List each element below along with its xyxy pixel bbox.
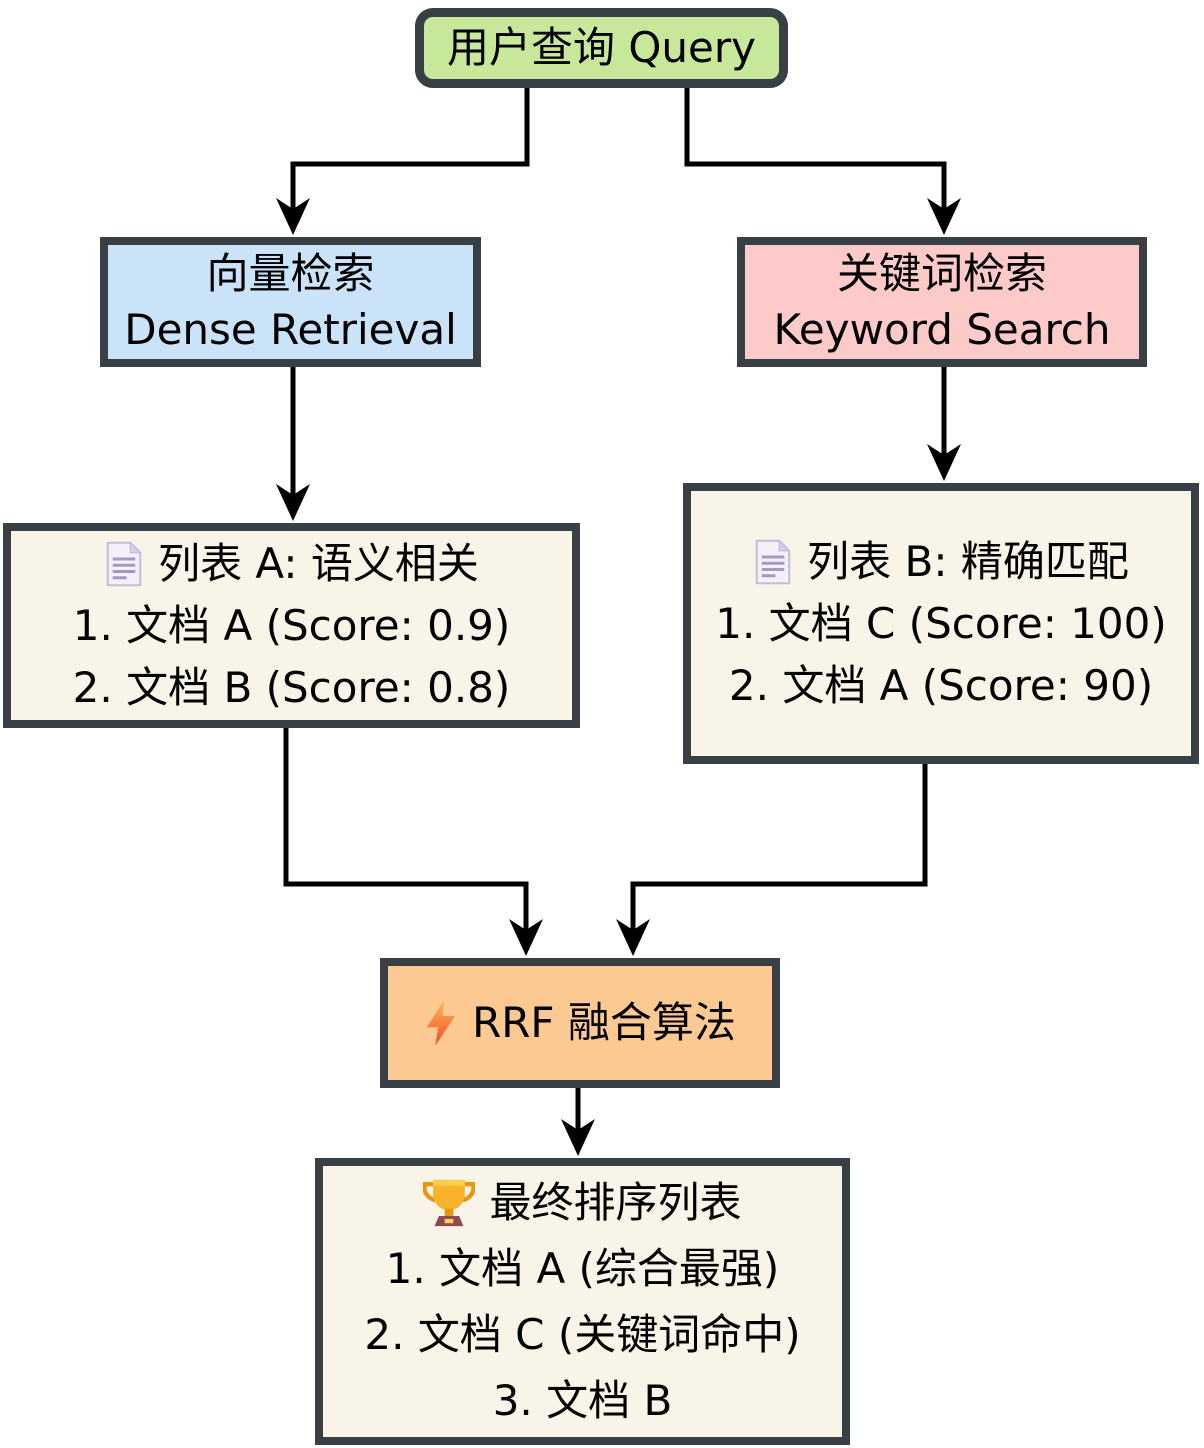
node-keyword-label-en: Keyword Search (773, 305, 1111, 354)
edge-lista-to-rrf (283, 728, 529, 933)
node-dense-retrieval: 向量检索 Dense Retrieval (100, 237, 481, 367)
list-item: 1. 文档 C (Score: 100) (715, 598, 1167, 648)
node-user-query-label: 用户查询 Query (447, 23, 756, 72)
edge-lines (283, 88, 947, 1133)
list-item: 2. 文档 C (关键词命中) (364, 1309, 801, 1359)
edge-listb-to-rrf (630, 764, 928, 933)
arrowhead-icon (276, 198, 310, 235)
edge-query-to-keyword (684, 88, 947, 212)
arrowhead-icon (616, 919, 650, 956)
arrowhead-icon (509, 919, 543, 956)
node-list-a: 列表 A: 语义相关 1. 文档 A (Score: 0.9) 2. 文档 B … (3, 523, 580, 728)
node-list-b-title: 列表 B: 精确匹配 (807, 536, 1129, 586)
arrowhead-icon (927, 444, 961, 481)
list-item: 2. 文档 B (Score: 0.8) (72, 662, 511, 712)
node-list-a-title: 列表 A: 语义相关 (158, 538, 479, 588)
node-dense-label-en: Dense Retrieval (124, 305, 457, 354)
list-item: 1. 文档 A (综合最强) (385, 1243, 780, 1293)
lightning-icon (424, 999, 458, 1047)
node-rrf-label: RRF 融合算法 (472, 998, 736, 1047)
arrowhead-icon (276, 484, 310, 521)
node-keyword-search: 关键词检索 Keyword Search (737, 237, 1147, 367)
node-dense-label-cn: 向量检索 (206, 249, 375, 298)
node-list-b: 列表 B: 精确匹配 1. 文档 C (Score: 100) 2. 文档 A … (683, 483, 1199, 764)
node-final-ranking: 最终排序列表 1. 文档 A (综合最强) 2. 文档 C (关键词命中) 3.… (315, 1158, 850, 1445)
node-user-query: 用户查询 Query (415, 8, 788, 88)
list-item: 1. 文档 A (Score: 0.9) (72, 600, 511, 650)
list-item: 2. 文档 A (Score: 90) (728, 660, 1154, 710)
list-item: 3. 文档 B (492, 1375, 673, 1425)
node-keyword-label-cn: 关键词检索 (836, 249, 1047, 298)
trophy-icon (423, 1177, 476, 1229)
edge-arrowheads (276, 198, 961, 1156)
arrowhead-icon (927, 198, 961, 235)
arrowhead-icon (561, 1119, 595, 1156)
edge-query-to-dense (290, 88, 530, 212)
document-icon (753, 538, 793, 585)
node-final-title: 最终排序列表 (489, 1177, 742, 1227)
document-icon (104, 540, 144, 587)
node-rrf-fusion: RRF 融合算法 (380, 958, 780, 1088)
